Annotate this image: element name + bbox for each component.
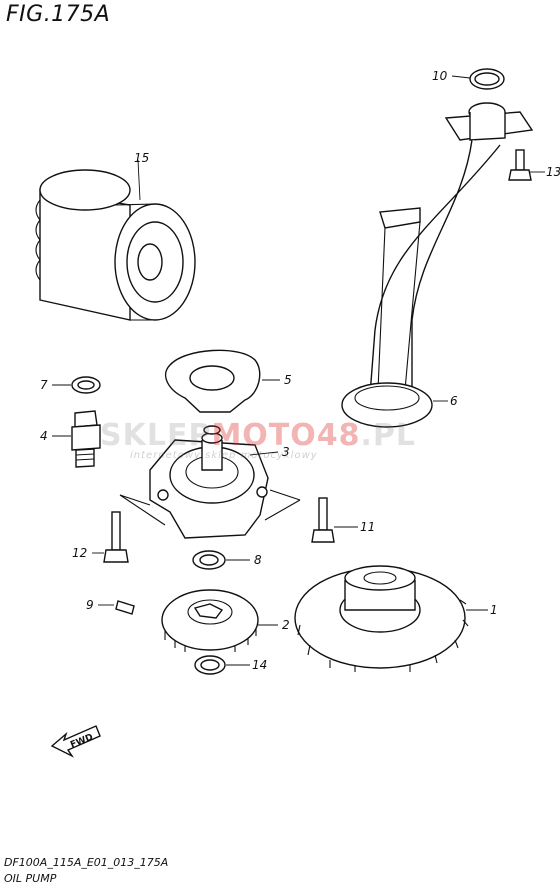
part-6-oil-strainer[interactable] [341,102,534,428]
part-2-inner-gear[interactable] [161,589,259,652]
watermark-tagline: internetowy sklep motocyklowy [130,450,318,461]
watermark-accent: MOTO48 [211,418,361,453]
watermark-suffix: .PL [360,418,417,453]
part-9-pin[interactable] [115,600,135,615]
figure-subtitle: OIL PUMP [4,872,57,885]
callout-4: 4 [40,429,48,443]
part-15-oil-filter[interactable] [35,169,196,321]
watermark-prefix: SKLEP [100,418,212,453]
fwd-label: FWD [69,732,95,750]
part-8-washer[interactable] [192,550,226,570]
callout-5: 5 [284,373,292,387]
callout-8: 8 [254,553,262,567]
part-14-o-ring[interactable] [194,655,226,675]
figure-code: DF100A_115A_E01_013_175A [4,856,169,869]
part-7-washer[interactable] [71,376,101,394]
watermark: SKLEPMOTO48.PL [100,418,416,453]
callout-6: 6 [450,394,458,408]
part-10-o-ring[interactable] [469,68,505,90]
callout-1: 1 [490,603,498,617]
callout-14: 14 [252,658,267,672]
callout-15: 15 [134,151,149,165]
callout-2: 2 [282,618,290,632]
part-5-gasket[interactable] [165,349,261,413]
part-4-union-fitting[interactable] [71,410,101,468]
callout-13: 13 [546,165,560,179]
callout-10: 10 [432,69,448,83]
part-11-bolt[interactable] [311,497,335,543]
callout-3: 3 [282,445,290,459]
callout-7: 7 [40,378,48,392]
callout-11: 11 [360,520,375,534]
callout-12: 12 [72,546,87,560]
figure-title: FIG.175A [6,2,111,27]
part-12-bolt[interactable] [103,511,129,563]
fwd-arrow-icon: FWD [50,725,101,758]
part-1-drive-gear[interactable] [294,565,469,672]
part-13-bolt[interactable] [508,149,532,181]
part-3-pump-body[interactable] [119,425,301,539]
callout-9: 9 [86,598,94,612]
